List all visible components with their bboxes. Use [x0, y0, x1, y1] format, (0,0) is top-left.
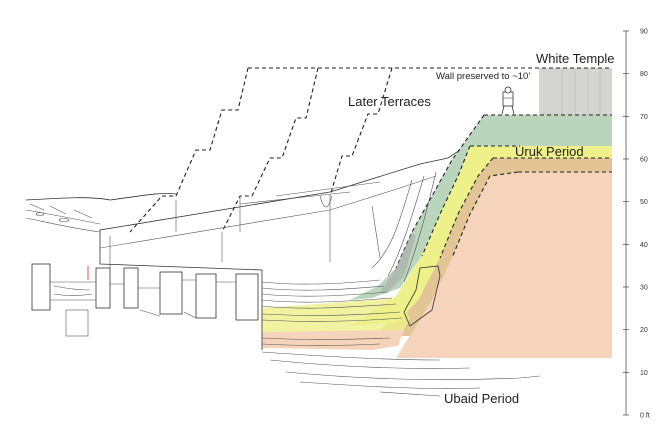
terrace-dashed-1 [129, 67, 249, 233]
scale-tick-label: 60 [640, 157, 648, 164]
ubaid-strata [261, 351, 541, 397]
slope-dashed-yellow [421, 145, 471, 257]
left-mound-drawing [25, 193, 177, 233]
scale-tick-label: 80 [640, 71, 648, 78]
wall-note-label: Wall preserved to ~10' [436, 71, 530, 82]
lower-yellow-band [262, 298, 410, 334]
slope-dashed-tan [439, 157, 494, 259]
sediment-hatching [261, 279, 403, 346]
slope-dashed-peach [451, 171, 519, 259]
elevation-scale: 90 80 70 60 50 40 30 20 10 0 ft [623, 29, 650, 420]
scale-tick-label: 90 [640, 29, 648, 36]
surveyor-figure [501, 86, 515, 115]
terrace-line-drawing [99, 149, 461, 350]
scale-tick-label: 40 [640, 242, 648, 249]
scale-tick-label: 10 [640, 370, 648, 377]
later-terraces-label: Later Terraces [348, 94, 431, 109]
temple-wall-lines [561, 70, 601, 115]
slope-buttress [403, 265, 441, 327]
scale-tick-label: 30 [640, 285, 648, 292]
foundation-piers [31, 263, 259, 337]
uruk-period-label: Uruk Period [515, 144, 584, 159]
terrace-dashed-3 [329, 67, 393, 197]
white-temple-block [539, 68, 612, 115]
ubaid-period-label: Ubaid Period [444, 391, 519, 406]
tan-layer [372, 158, 612, 336]
yellow-layer [350, 146, 612, 326]
peach-layer [396, 172, 612, 358]
scale-tick-label: 70 [640, 114, 648, 121]
white-temple-label: White Temple [536, 51, 615, 66]
green-layer [350, 115, 612, 300]
grey-slope-fill [380, 232, 416, 292]
slope-dashed-green [395, 114, 485, 269]
scale-tick-label: 50 [640, 199, 648, 206]
lower-peach-band [262, 330, 404, 350]
scale-tick-label: 20 [640, 327, 648, 334]
scale-tick-label: 0 ft [640, 413, 650, 420]
